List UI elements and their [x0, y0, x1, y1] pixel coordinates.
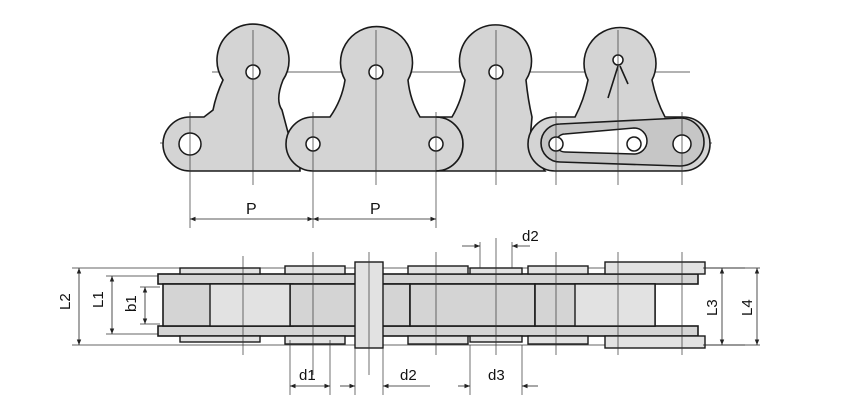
cotter-pin — [607, 65, 629, 99]
roller-1 — [209, 283, 291, 327]
pin-head-bottom-2 — [407, 335, 469, 345]
outer-plate-bottom — [157, 325, 699, 337]
pin-hole-5 — [626, 136, 642, 152]
top-view: P P — [160, 23, 712, 228]
bottom-view: L2 L1 b1 L3 L4 d2 d1 d2 d3 — [57, 228, 760, 395]
pitch-label-1: P — [246, 201, 257, 218]
label-l4: L4 — [739, 299, 756, 316]
attachment-plate-3 — [435, 24, 547, 172]
pin-head-top-3 — [527, 265, 589, 275]
pin-head-top-2 — [407, 265, 469, 275]
pin-head-bottom-0 — [179, 335, 261, 343]
inner-link-3 — [409, 283, 536, 327]
pin-head-top-1 — [284, 265, 346, 275]
label-l3: L3 — [704, 299, 721, 316]
attachment-plate-2 — [285, 25, 464, 172]
label-top-d2: d2 — [522, 228, 539, 245]
outer-plate-top — [157, 273, 699, 285]
pin-head-bottom-4 — [604, 335, 706, 349]
pin-head-top-4 — [604, 261, 706, 275]
label-l2: L2 — [57, 293, 74, 310]
pitch-label-2: P — [370, 201, 381, 218]
pin-head-top-0 — [179, 267, 261, 275]
pin-head-bottom-1 — [284, 335, 346, 345]
pin-head-bottom-3 — [527, 335, 589, 345]
label-d1: d1 — [299, 367, 316, 384]
label-l1: L1 — [90, 291, 107, 308]
label-d3: d3 — [488, 367, 505, 384]
inner-link-2 — [289, 283, 411, 327]
label-d2: d2 — [400, 367, 417, 384]
label-b1: b1 — [123, 295, 140, 312]
roller-4 — [574, 283, 656, 327]
attachment-plate-1 — [162, 23, 301, 172]
